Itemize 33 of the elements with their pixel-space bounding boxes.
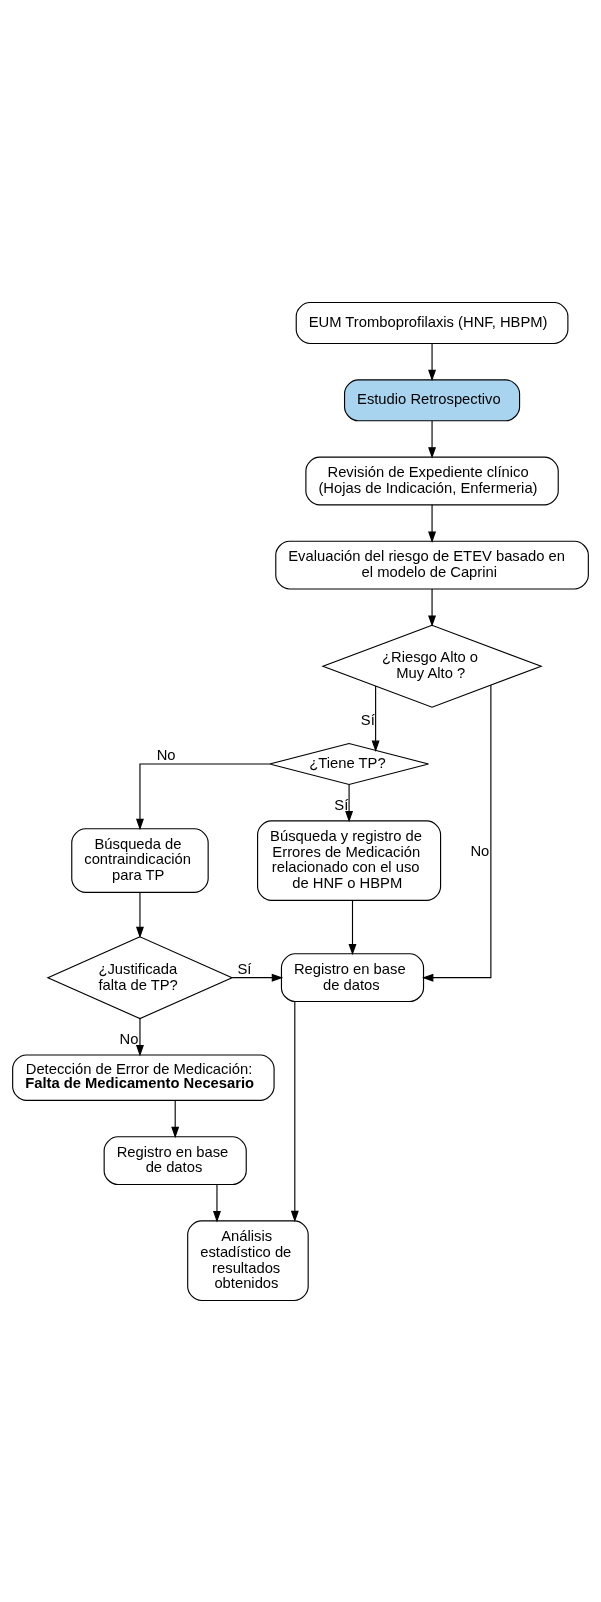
arrow [428,342,437,381]
arrow [348,899,357,955]
arrow [428,588,437,627]
arrow [371,684,380,752]
node-box: EUM Tromboprofilaxis (HNF, HBPM) [295,301,569,344]
arrow [135,762,271,830]
node-box: Análisis estadístico de resultados obtenidos [187,1219,309,1301]
arrow [290,1000,299,1222]
node-box: Evaluación del riesgo de ETEV basado en el modelo de Caprini [275,540,589,590]
arrow [345,783,354,822]
arrow [171,1099,180,1138]
node-diamond: ¿Riesgo Alto o Muy Alto ? [321,624,543,708]
node-box: Registro en base de datos [280,952,425,1002]
arrow [422,684,492,982]
node-diamond: ¿Justificada falta de TP? [46,935,234,1019]
node-box: Detección de Error de Medicación: Falta de Medicamento Necesario [12,1053,275,1101]
node-box: Revisión de Expediente clínico (Hojas de Indicación, Enfermeria) [305,456,559,505]
node-box: Búsqueda de contraindicación para TP [71,827,209,893]
edge-label: No [119,1030,139,1047]
arrow [428,503,437,543]
arrow [428,420,437,459]
edge-label: No [156,746,176,763]
node-box: Estudio Retrospectivo [343,378,521,421]
node-box: Búsqueda y registro de Errores de Medicación relacionado con el uso de HNF o HBPM [257,819,442,901]
edge-label: No [470,842,490,859]
arrow [135,891,144,938]
edge-label: Sí [334,796,349,813]
arrow [212,1183,221,1222]
arrow [231,973,284,982]
node-box: Registro en base de datos [103,1135,247,1185]
edge-label: Sí [237,960,252,977]
arrow [135,1017,144,1056]
edge-label: Sí [360,711,375,728]
